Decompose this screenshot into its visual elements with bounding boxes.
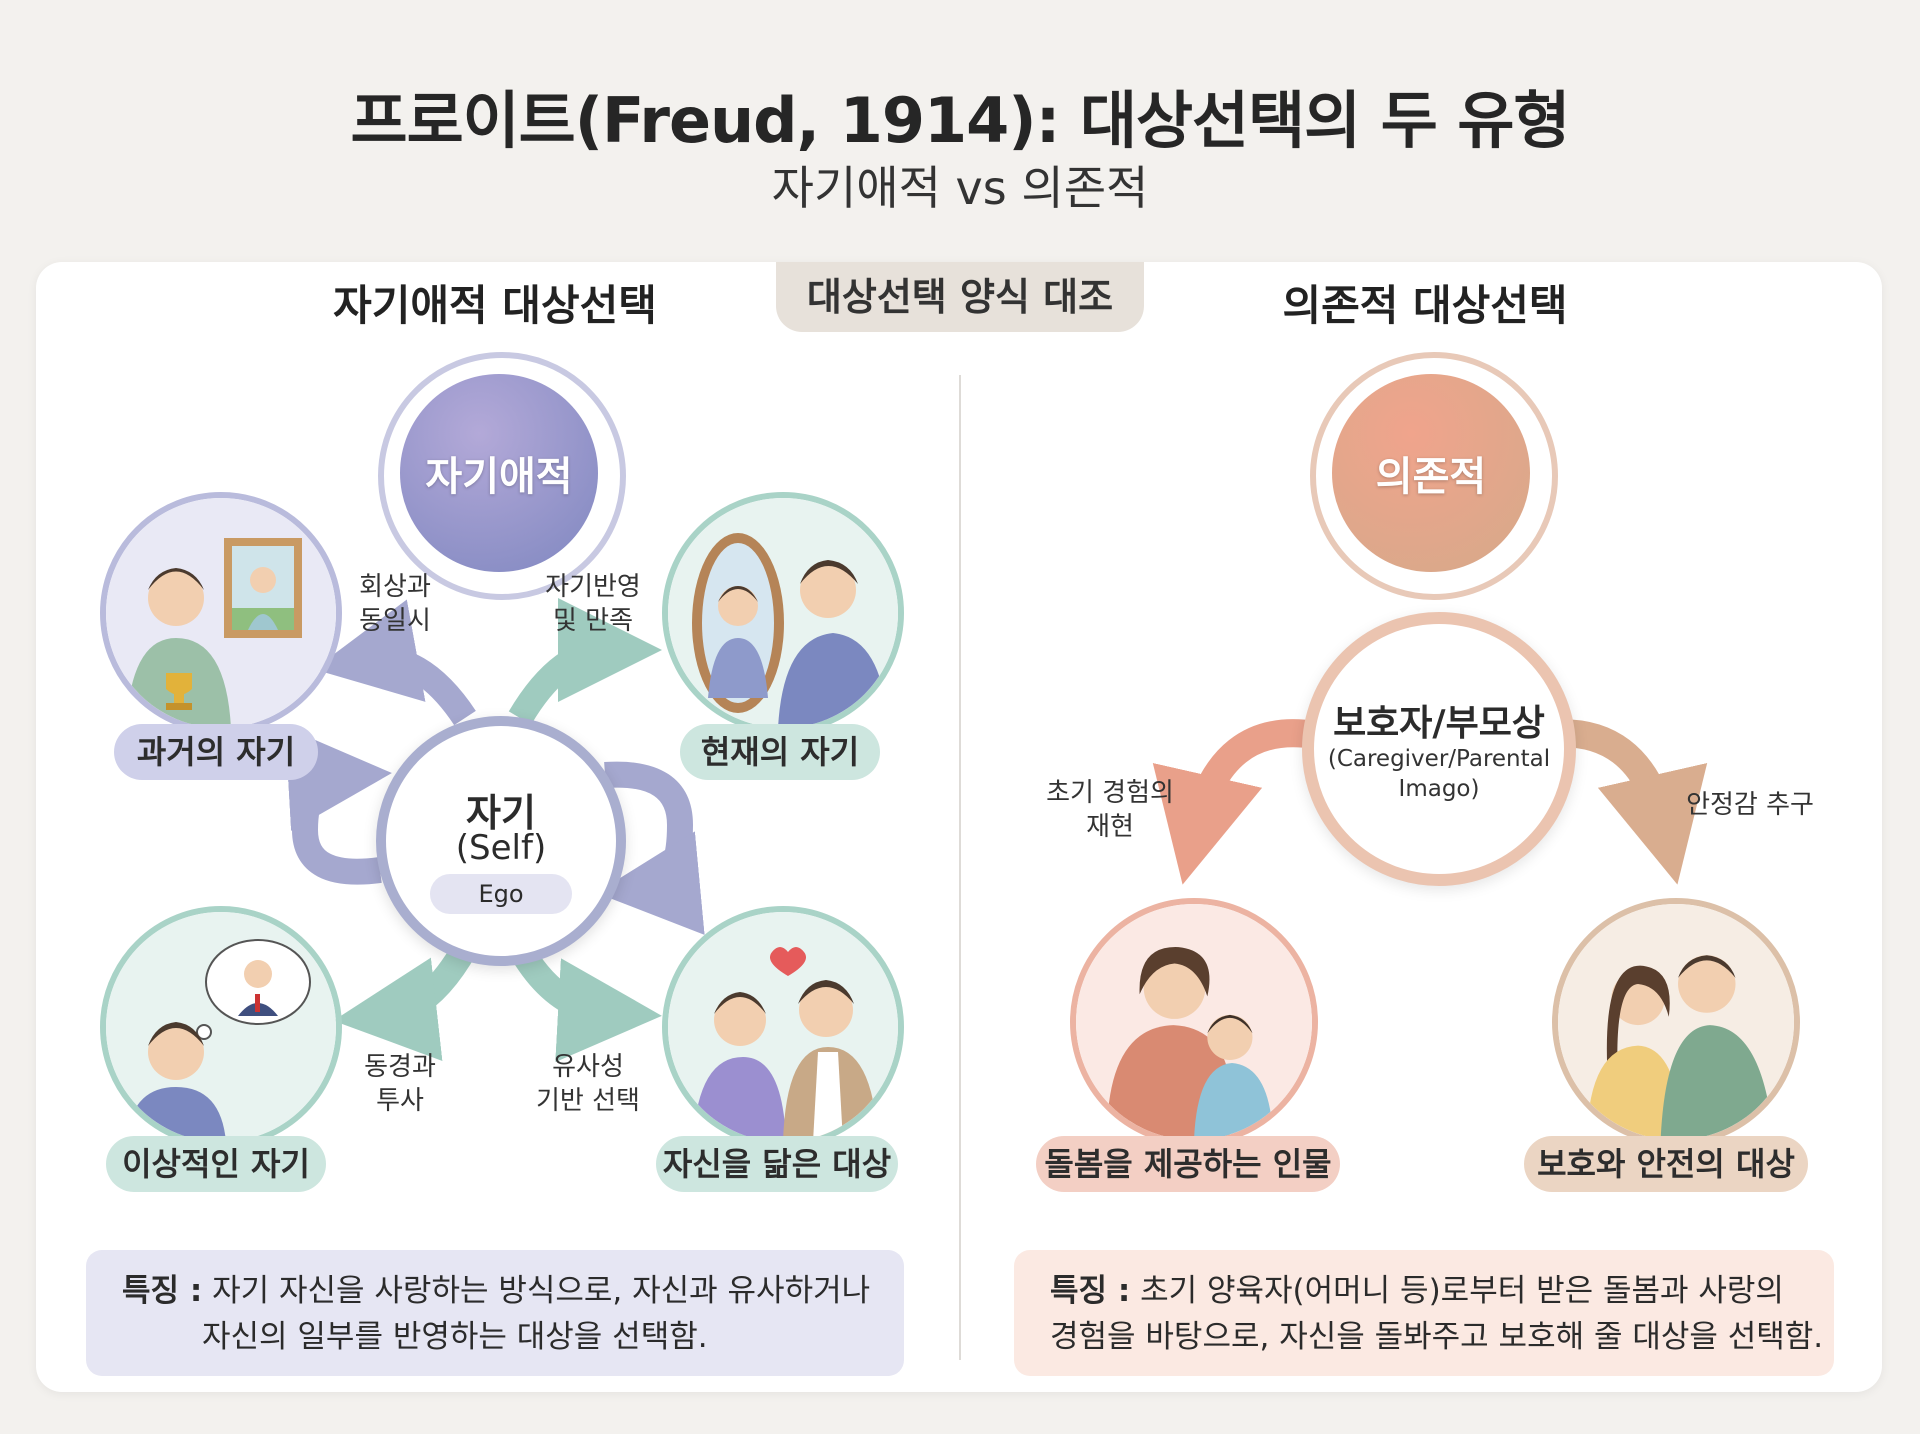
- narcissistic-feature-box: 특징 : 자기 자신을 사랑하는 방식으로, 자신과 유사하거나 자신의 일부를…: [86, 1250, 904, 1376]
- self-label: 자기: [466, 791, 536, 835]
- arrow-to-past-self: [313, 599, 476, 726]
- caregiver-node: 보호자/부모상 (Caregiver/Parental Imago): [1302, 612, 1576, 886]
- feature-label: 특징 :: [1050, 1273, 1131, 1309]
- arrow-label-recall-identification: 회상과 동일시: [340, 570, 450, 638]
- self-node: 자기 (Self) Ego: [376, 716, 626, 966]
- loop-arrow-left: [285, 727, 392, 885]
- narcissistic-heading: 자기애적 대상선택: [333, 281, 657, 330]
- feature-text-line1: 자기 자신을 사랑하는 방식으로, 자신과 유사하거나: [212, 1273, 871, 1309]
- similar-object-illustration: [662, 906, 904, 1148]
- arrow-label-line: 유사성: [552, 1052, 624, 1082]
- feature-text-line2: 자신의 일부를 반영하는 대상을 선택함.: [202, 1319, 708, 1355]
- arrow-label-line: 자기반영: [545, 572, 641, 602]
- arrow-label-line: 재현: [1086, 812, 1134, 842]
- loop-arrow-right: [596, 761, 705, 935]
- caregiving-figure-label: 돌봄을 제공하는 인물: [1036, 1136, 1340, 1192]
- similar-object-label: 자신을 닮은 대상: [656, 1136, 898, 1192]
- caregiver-sub-line1: (Caregiver/Parental: [1327, 746, 1551, 772]
- arrow-label-line: 초기 경험의: [1046, 778, 1174, 808]
- feature-text-line2: 경험을 바탕으로, 자신을 돌봐주고 보호해 줄 대상을 선택함.: [1050, 1319, 1824, 1355]
- anaclitic-sphere-label: 의존적: [1375, 454, 1487, 500]
- present-self-illustration: [662, 492, 904, 734]
- ego-badge: Ego: [430, 874, 572, 914]
- narcissistic-sphere-label: 자기애적: [425, 454, 573, 500]
- panel-divider: [959, 375, 961, 1360]
- feature-text-line1: 초기 양육자(어머니 등)로부터 받은 돌봄과 사랑의: [1140, 1273, 1784, 1309]
- self-sub-label: (Self): [455, 828, 547, 868]
- arrow-label-line: 동경과: [364, 1052, 436, 1082]
- anaclitic-sphere: 의존적: [1332, 374, 1530, 572]
- ideal-self-illustration: [100, 906, 342, 1148]
- anaclitic-heading: 의존적 대상선택: [1282, 281, 1568, 330]
- protection-object-illustration: [1552, 898, 1800, 1146]
- page-subtitle: 자기애적 vs 의존적: [771, 161, 1149, 215]
- arrow-label-self-reflection: 자기반영 및 만족: [528, 570, 658, 638]
- arrow-label-seeking-security: 안정감 추구: [1670, 788, 1830, 822]
- ideal-self-label: 이상적인 자기: [106, 1136, 326, 1192]
- protection-object-label: 보호와 안전의 대상: [1524, 1136, 1808, 1192]
- arrow-label-similarity-based: 유사성 기반 선택: [520, 1050, 656, 1118]
- caregiving-figure-illustration: [1070, 898, 1318, 1146]
- caregiver-label: 보호자/부모상: [1333, 703, 1545, 744]
- arrow-to-caregiving-figure: [1152, 719, 1318, 885]
- arrow-to-ideal-self: [333, 941, 477, 1061]
- present-self-label: 현재의 자기: [680, 724, 880, 780]
- arrow-label-line: 회상과: [359, 572, 431, 602]
- arrow-label-line: 및 만족: [552, 606, 634, 636]
- arrow-label-early-experience: 초기 경험의 재현: [1030, 776, 1190, 844]
- anaclitic-feature-box: 특징 : 초기 양육자(어머니 등)로부터 받은 돌봄과 사랑의 경험을 바탕으…: [1014, 1250, 1834, 1376]
- arrow-to-present-self: [508, 598, 662, 725]
- past-self-illustration: [100, 492, 342, 734]
- arrow-label-line: 기반 선택: [536, 1086, 640, 1116]
- arrow-label-line: 안정감 추구: [1686, 790, 1814, 820]
- caregiver-sub-line2: Imago): [1398, 776, 1480, 802]
- arrow-label-line: 투사: [376, 1086, 424, 1116]
- page-title: 프로이트(Freud, 1914): 대상선택의 두 유형: [350, 84, 1571, 157]
- arrow-label-line: 동일시: [359, 606, 431, 636]
- arrow-label-longing-projection: 동경과 투사: [345, 1050, 455, 1118]
- past-self-label: 과거의 자기: [114, 724, 318, 780]
- feature-label: 특징 :: [122, 1273, 203, 1309]
- center-tab: 대상선택 양식 대조: [776, 262, 1144, 332]
- caregiver-sub-label: (Caregiver/Parental Imago): [1324, 744, 1554, 804]
- narcissistic-sphere: 자기애적: [400, 374, 598, 572]
